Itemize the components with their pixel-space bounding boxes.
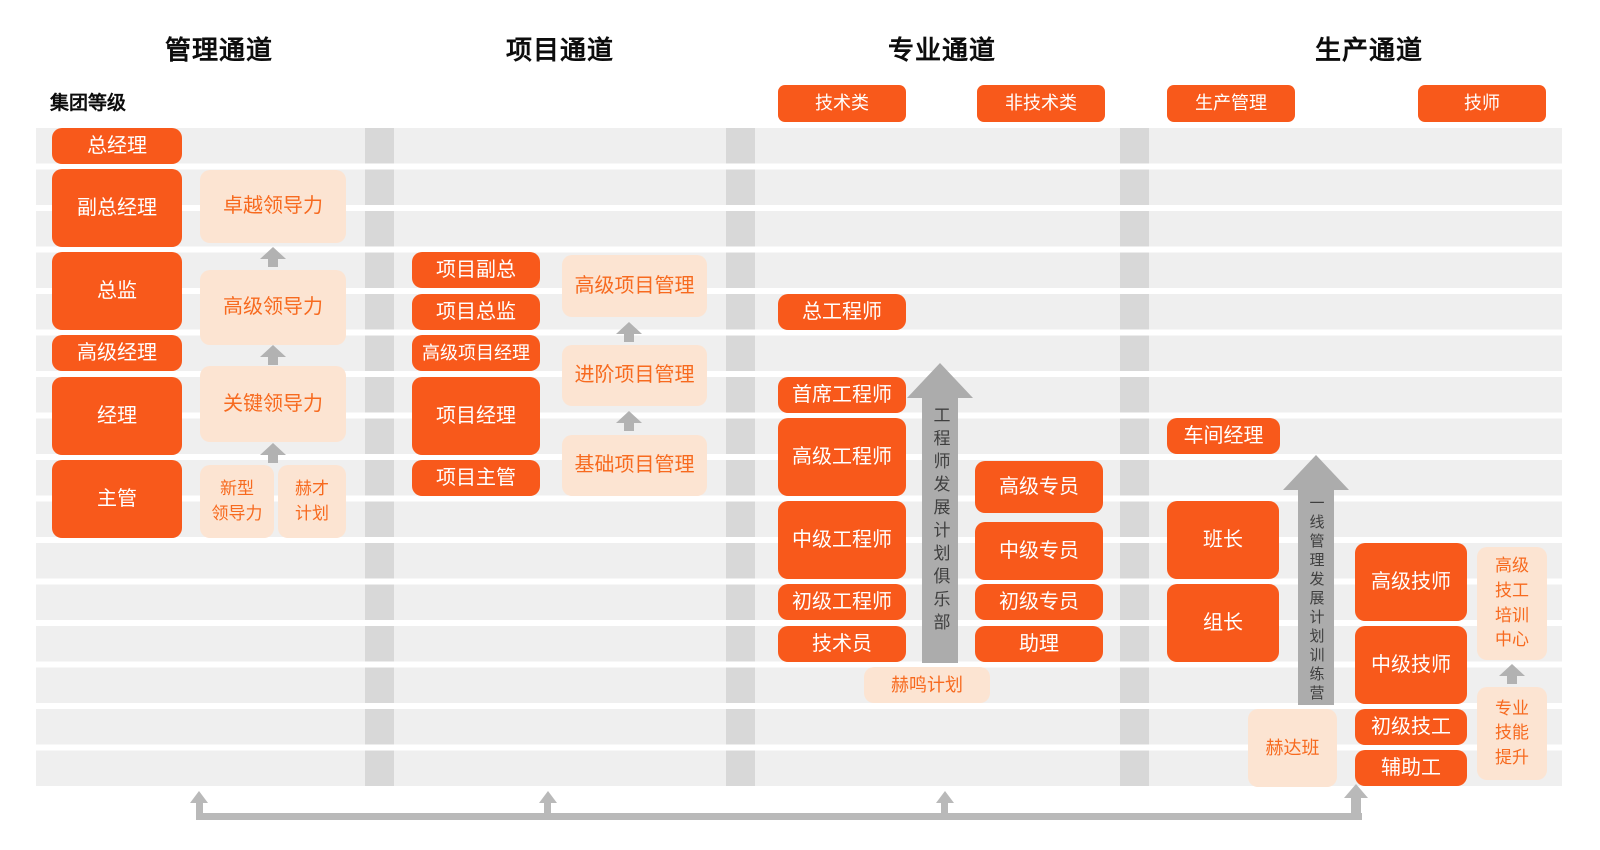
prof-role-chief-engineer: 首席工程师	[778, 377, 906, 413]
mgmt-role-deputy-gm: 副总经理	[52, 169, 182, 247]
prof-role-mid-engineer: 中级工程师	[778, 501, 906, 579]
prof-role-junior-specialist: 初级专员	[975, 584, 1103, 620]
group-level-label: 集团等级	[50, 93, 127, 114]
prod-role-team-leader: 组长	[1167, 584, 1279, 662]
mgmt-role-manager: 经理	[52, 377, 182, 455]
technician-pill: 技师	[1418, 85, 1546, 122]
up-arrow-icon	[936, 791, 954, 803]
prof-role-general-chief-engineer: 总工程师	[778, 294, 906, 330]
up-arrow-icon	[260, 247, 286, 267]
column-separator	[365, 128, 394, 786]
channel-title-project: 项目通道	[505, 35, 614, 65]
mgmt-role-senior-manager: 高级经理	[52, 335, 182, 371]
mgmt-role-director: 总监	[52, 252, 182, 330]
proj-role-project-vp: 项目副总	[412, 252, 540, 288]
channel-title-management: 管理通道	[164, 35, 273, 65]
prof-role-assistant: 助理	[975, 626, 1103, 662]
channel-title-professional: 专业通道	[887, 35, 996, 65]
mgmt-program-hecai-plan: 赫才 计划	[278, 465, 346, 538]
prof-role-senior-specialist: 高级专员	[975, 461, 1103, 513]
column-separator	[726, 128, 755, 786]
proj-role-project-director: 项目总监	[412, 294, 540, 330]
column-separator	[1120, 128, 1149, 786]
prof-role-technician-staff: 技术员	[778, 626, 906, 662]
proj-program-basic-pm: 基础项目管理	[562, 435, 707, 496]
prof-role-senior-engineer: 高级工程师	[778, 418, 906, 496]
channel-title-production: 生产通道	[1314, 35, 1423, 65]
up-arrow-icon	[616, 411, 642, 431]
up-arrow-icon	[260, 443, 286, 463]
engineer-club-arrow: 工程师发展计划俱乐部	[907, 363, 973, 663]
prod-senior-training-center: 高级 技工 培训 中心	[1477, 547, 1547, 660]
up-arrow-icon	[260, 345, 286, 365]
mgmt-program-senior-leadership: 高级领导力	[200, 270, 346, 345]
proj-program-intermediate-pm: 进阶项目管理	[562, 345, 707, 406]
proj-program-advanced-pm: 高级项目管理	[562, 255, 707, 317]
production-mgmt-pill: 生产管理	[1167, 85, 1295, 122]
mgmt-program-new-leadership: 新型 领导力	[200, 465, 274, 538]
prod-role-mid-technician: 中级技师	[1355, 626, 1467, 704]
engineer-club-arrow-label: 工程师发展计划俱乐部	[930, 406, 950, 636]
mgmt-role-general-manager: 总经理	[52, 128, 182, 164]
frontline-camp-arrow-label: 一线管理发展计划训练营	[1307, 495, 1325, 704]
prod-skill-upgrade: 专业 技能 提升	[1477, 687, 1547, 780]
up-arrow-icon	[539, 791, 557, 803]
tech-category-pill: 技术类	[778, 85, 906, 122]
frontline-camp-arrow: 一线管理发展计划训练营	[1283, 455, 1349, 705]
up-arrow-icon	[907, 363, 973, 398]
prod-heda-class: 赫达班	[1248, 709, 1337, 787]
prod-role-senior-technician: 高级技师	[1355, 543, 1467, 621]
up-arrow-icon	[616, 322, 642, 342]
prod-role-junior-worker: 初级技工	[1355, 709, 1467, 745]
mgmt-program-excellence-leadership: 卓越领导力	[200, 170, 346, 243]
proj-role-senior-project-manager: 高级项目经理	[412, 335, 540, 371]
prof-role-junior-engineer: 初级工程师	[778, 584, 906, 620]
prod-role-auxiliary-worker: 辅助工	[1355, 750, 1467, 786]
mgmt-role-supervisor: 主管	[52, 460, 182, 538]
up-arrow-icon	[1283, 455, 1349, 490]
mgmt-program-key-leadership: 关键领导力	[200, 366, 346, 442]
up-arrow-icon	[1499, 664, 1525, 684]
prof-role-mid-specialist: 中级专员	[975, 522, 1103, 580]
nontech-category-pill: 非技术类	[977, 85, 1105, 122]
prof-heming-plan: 赫鸣计划	[864, 667, 990, 703]
proj-role-project-manager: 项目经理	[412, 377, 540, 455]
prod-role-workshop-manager: 车间经理	[1167, 418, 1280, 454]
proj-role-project-supervisor: 项目主管	[412, 460, 540, 496]
prod-role-shift-leader: 班长	[1167, 501, 1279, 579]
up-arrow-icon	[190, 791, 208, 803]
up-arrow-icon	[1344, 784, 1368, 798]
